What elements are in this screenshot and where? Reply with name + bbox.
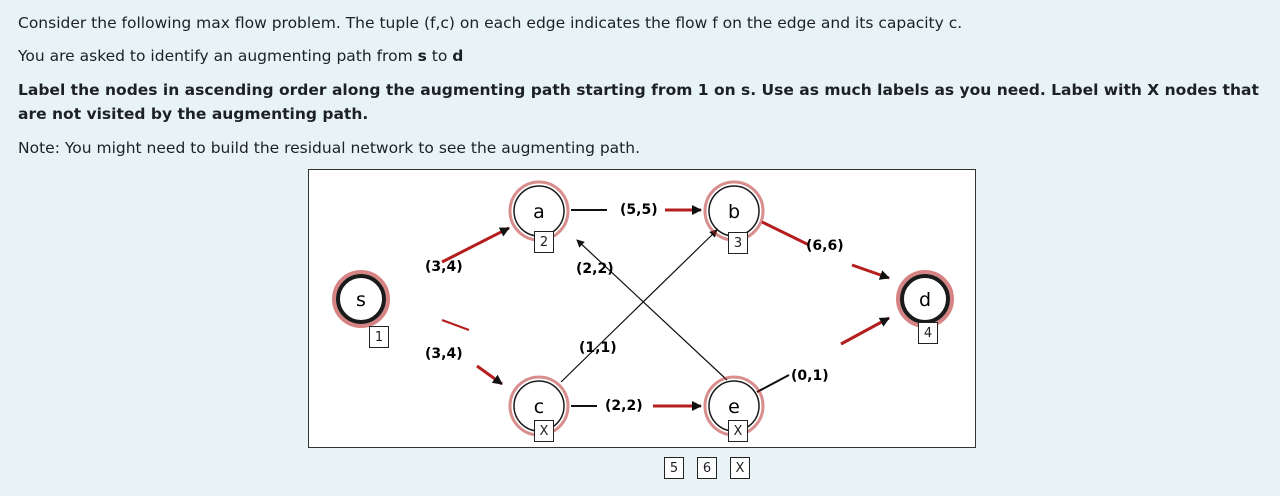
answer-box-b[interactable]: 3	[728, 232, 748, 254]
node-label-e: e	[728, 396, 740, 418]
answer-box-d[interactable]: 4	[918, 322, 938, 344]
task-text: You are asked to identify an augmenting …	[18, 44, 463, 68]
edge-label-e-a: (2,2)	[576, 261, 614, 277]
node-s: s	[332, 270, 390, 328]
answer-box-c[interactable]: X	[534, 420, 554, 442]
edge-b-d-head	[851, 263, 890, 280]
edge-e-d-arrow	[840, 316, 890, 346]
task-prefix: You are asked to identify an augmenting …	[18, 47, 418, 65]
answer-box-e[interactable]: X	[728, 420, 748, 442]
answer-box-a[interactable]: 2	[534, 231, 554, 253]
edge-e-a-line	[576, 239, 728, 381]
node-d: d	[896, 270, 954, 328]
edge-c-b-line	[560, 229, 718, 383]
node-label-d: d	[919, 289, 931, 311]
node-label-a: a	[533, 201, 545, 223]
note-text: Note: You might need to build the residu…	[18, 139, 641, 157]
edge-e-d-stub	[756, 374, 790, 393]
edge-label-c-b: (1,1)	[579, 340, 617, 356]
node-label-c: c	[534, 396, 544, 418]
edge-s-c-arrow	[441, 319, 470, 331]
task-source: s	[417, 47, 427, 65]
edge-b-d-arrow	[761, 220, 810, 247]
flow-network-diagram: (3,4) (3,4) (5,5) (2,2) (1,1) (2,2) (6,6…	[332, 180, 954, 437]
answer-bank-item[interactable]: 5	[664, 457, 684, 479]
edge-label-s-c: (3,4)	[425, 346, 463, 362]
answer-bank-item[interactable]: 6	[697, 457, 717, 479]
flow-network-figure: (3,4) (3,4) (5,5) (2,2) (1,1) (2,2) (6,6…	[308, 169, 976, 448]
task-sink: d	[452, 47, 464, 65]
intro-text: Consider the following max flow problem.…	[18, 14, 963, 32]
node-label-s: s	[356, 289, 366, 311]
edge-s-c-head	[476, 364, 503, 386]
edge-label-c-e: (2,2)	[605, 398, 643, 414]
edge-s-a-arrow	[441, 226, 510, 264]
task-mid: to	[426, 47, 453, 65]
edge-label-e-d: (0,1)	[791, 368, 829, 384]
instruction-text: Label the nodes in ascending order along…	[18, 81, 1259, 123]
node-label-b: b	[728, 201, 740, 223]
answer-box-s[interactable]: 1	[369, 326, 389, 348]
edge-label-b-d: (6,6)	[806, 238, 844, 254]
edge-label-s-a: (3,4)	[425, 259, 463, 275]
edge-label-a-b: (5,5)	[620, 202, 658, 218]
answer-bank-item[interactable]: X	[730, 457, 750, 479]
